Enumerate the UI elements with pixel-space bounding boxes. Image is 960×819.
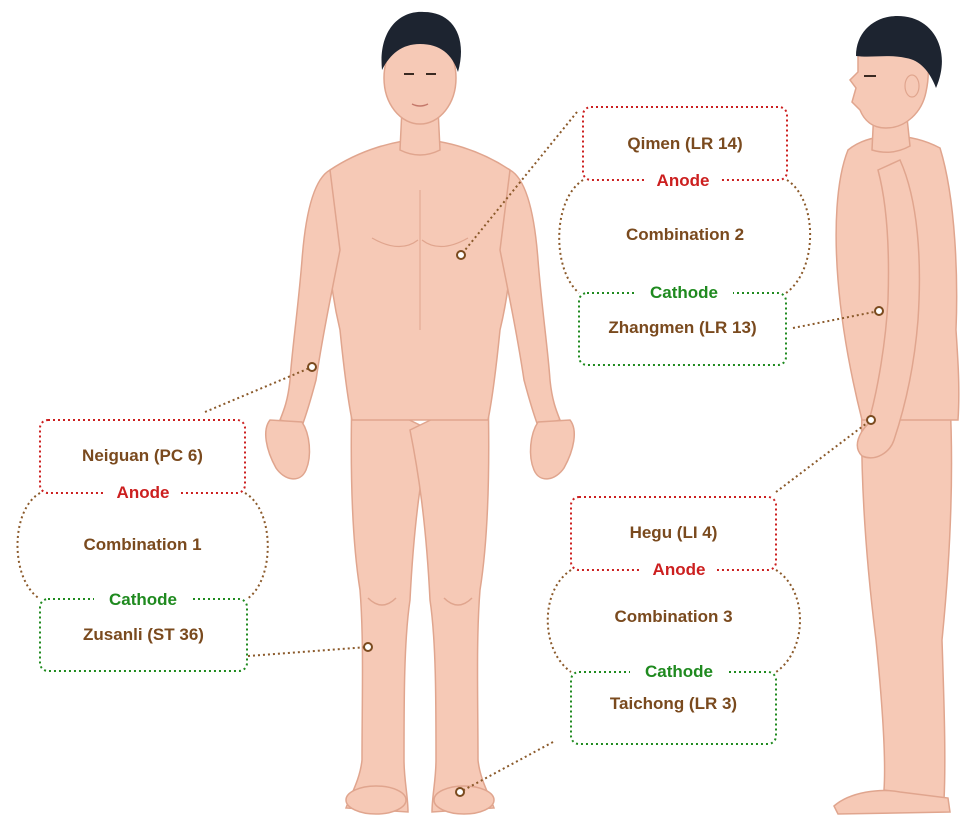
front-body-figure [266, 12, 575, 814]
anode-label: Anode [641, 560, 717, 580]
combination-3-group [456, 416, 875, 796]
combination-label: Combination 2 [583, 225, 787, 245]
anode-point-label: Qimen (LR 14) [583, 134, 787, 154]
leader-line [248, 647, 368, 656]
acupoint-marker [456, 788, 464, 796]
anode-point-label: Hegu (LI 4) [571, 523, 776, 543]
anode-label: Anode [105, 483, 181, 503]
cathode-label: Cathode [635, 283, 733, 303]
cathode-label: Cathode [94, 590, 192, 610]
leader-line [776, 420, 871, 492]
cathode-point-label: Zhangmen (LR 13) [579, 318, 786, 338]
acupoint-marker [308, 363, 316, 371]
cathode-point-label: Zusanli (ST 36) [40, 625, 247, 645]
acupoint-marker [867, 416, 875, 424]
acupoint-marker [457, 251, 465, 259]
cathode-label: Cathode [630, 662, 728, 682]
combination-label: Combination 3 [571, 607, 776, 627]
cathode-point-label: Taichong (LR 3) [571, 694, 776, 714]
anode-point-label: Neiguan (PC 6) [40, 446, 245, 466]
anode-label: Anode [645, 171, 721, 191]
side-body-figure [834, 16, 959, 814]
acupoint-marker [364, 643, 372, 651]
combination-label: Combination 1 [40, 535, 245, 555]
acupoint-marker [875, 307, 883, 315]
